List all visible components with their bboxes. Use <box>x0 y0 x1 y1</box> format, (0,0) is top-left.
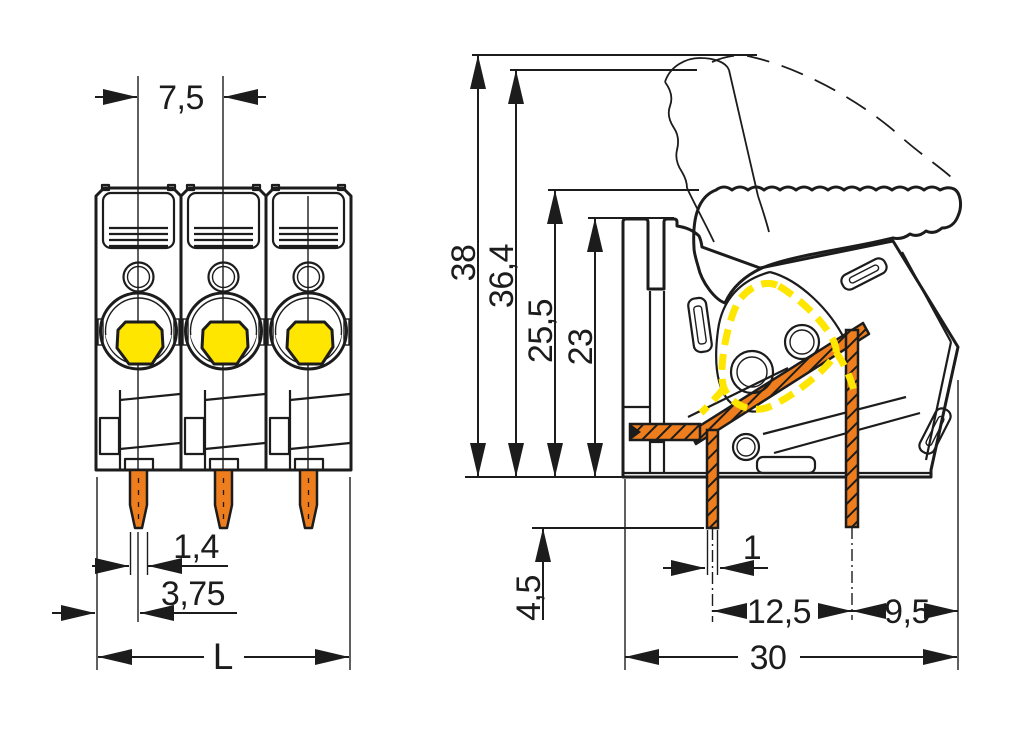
dim-label-pitch: 7,5 <box>158 79 204 117</box>
pole-3 <box>264 183 353 530</box>
dim-label-pin-thickness: 1 <box>743 529 761 567</box>
dim-label-pin-tip-width: 1,4 <box>173 528 219 566</box>
slot-left <box>687 296 713 354</box>
dim-label-height-open: 38 <box>445 245 483 282</box>
wire-guide-yellow <box>698 279 859 416</box>
pin-front-side <box>705 428 720 530</box>
side-notch-right <box>173 318 180 346</box>
side-view: 38 36,4 25,5 23 4,5 <box>445 54 963 677</box>
dim-label-pin-to-edge: 9,5 <box>884 593 930 631</box>
dim-overall-depth: 30 <box>624 380 959 677</box>
dim-pin-tip-width: 1,4 <box>92 528 228 575</box>
clamp-hole-large <box>729 349 775 395</box>
slot-lower-right <box>918 407 952 455</box>
pin-rear-side <box>844 328 860 529</box>
solder-pin <box>128 468 149 530</box>
dim-label-pin-spacing: 12,5 <box>747 593 811 631</box>
dim-pin-length: 4,5 <box>510 527 704 621</box>
dim-label-pin-offset: 3,75 <box>161 575 225 613</box>
wire-entry-outer <box>99 291 178 371</box>
bottom-notch <box>755 455 817 475</box>
foot-ledge-top <box>119 392 181 402</box>
top-nub-right <box>166 183 177 192</box>
slot-upper-right <box>840 257 888 291</box>
dim-pin-spacing: 12,5 <box>713 593 852 631</box>
pivot-hole <box>731 432 761 462</box>
lever-swing-arc <box>711 54 957 183</box>
lever-grip-ribs <box>109 226 168 248</box>
clamp-circles <box>729 323 821 462</box>
pole-array <box>94 183 353 530</box>
dim-pin-thickness: 1 <box>663 529 768 576</box>
dim-pitch: 7,5 <box>95 79 266 117</box>
top-nub-left <box>100 183 111 192</box>
dim-label-pin-length: 4,5 <box>510 575 548 621</box>
dim-label-height-body: 23 <box>562 329 600 366</box>
side-notch-left <box>97 318 104 346</box>
test-port-inner <box>126 265 151 289</box>
dim-pin-to-edge: 9,5 <box>852 593 958 631</box>
dim-overall-length: L <box>96 477 351 677</box>
dim-heights: 38 36,4 25,5 23 <box>445 54 757 478</box>
foot-ledge-bottom <box>119 441 181 451</box>
dim-label-height-lever-tip: 36,4 <box>483 244 521 308</box>
dim-label-height-closed: 25,5 <box>522 299 560 363</box>
busbar-foot-pocket <box>629 423 641 441</box>
lever-closed <box>692 185 963 305</box>
lever-recess <box>101 191 176 250</box>
pusher-yellow <box>115 320 165 366</box>
molded-slots <box>687 257 952 475</box>
pole-1 <box>94 183 183 530</box>
pin-reference-lines <box>706 527 853 622</box>
pin-notch <box>123 457 155 470</box>
dim-label-overall-length: L <box>213 636 234 677</box>
foot-recess <box>98 416 121 456</box>
clamp-hole-small <box>783 323 821 361</box>
front-view: 7,5 1,4 3,75 L <box>52 76 353 677</box>
dim-label-overall-depth: 30 <box>750 639 787 677</box>
dim-pin-offset: 3,75 <box>52 532 237 622</box>
